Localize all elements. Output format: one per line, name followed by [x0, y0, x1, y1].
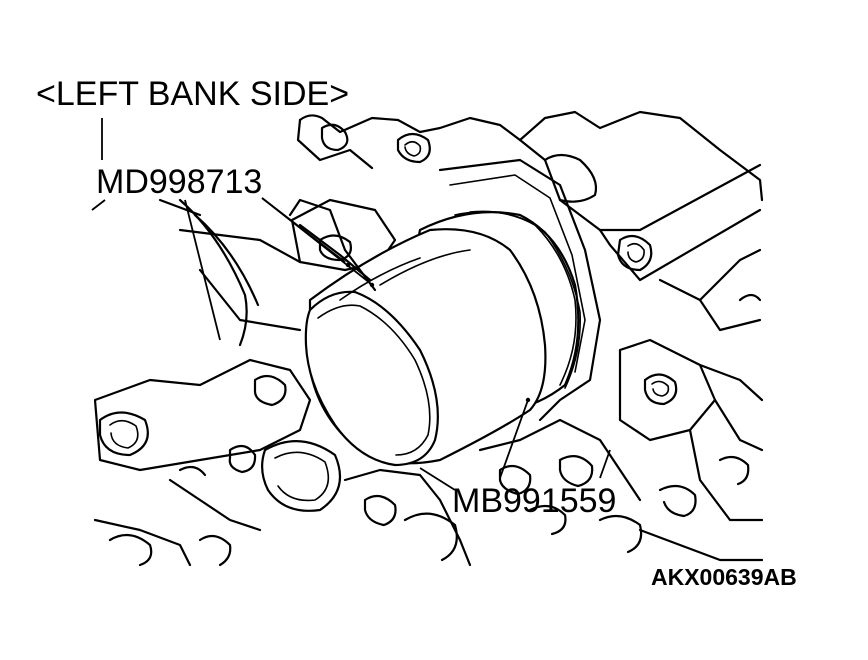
view-label: <LEFT BANK SIDE> — [36, 75, 349, 113]
leader-dot — [369, 282, 375, 288]
callout-md998713: MD998713 — [96, 163, 262, 201]
callout-leaders — [91, 118, 611, 491]
leader-dot — [525, 397, 531, 403]
callout-mb991559: MB991559 — [452, 482, 616, 520]
tool-md998713-drawing — [178, 198, 377, 347]
engine-block-drawing — [93, 110, 764, 567]
tool-mb991559-drawing — [304, 210, 582, 467]
figure-code: AKX00639AB — [651, 564, 797, 590]
